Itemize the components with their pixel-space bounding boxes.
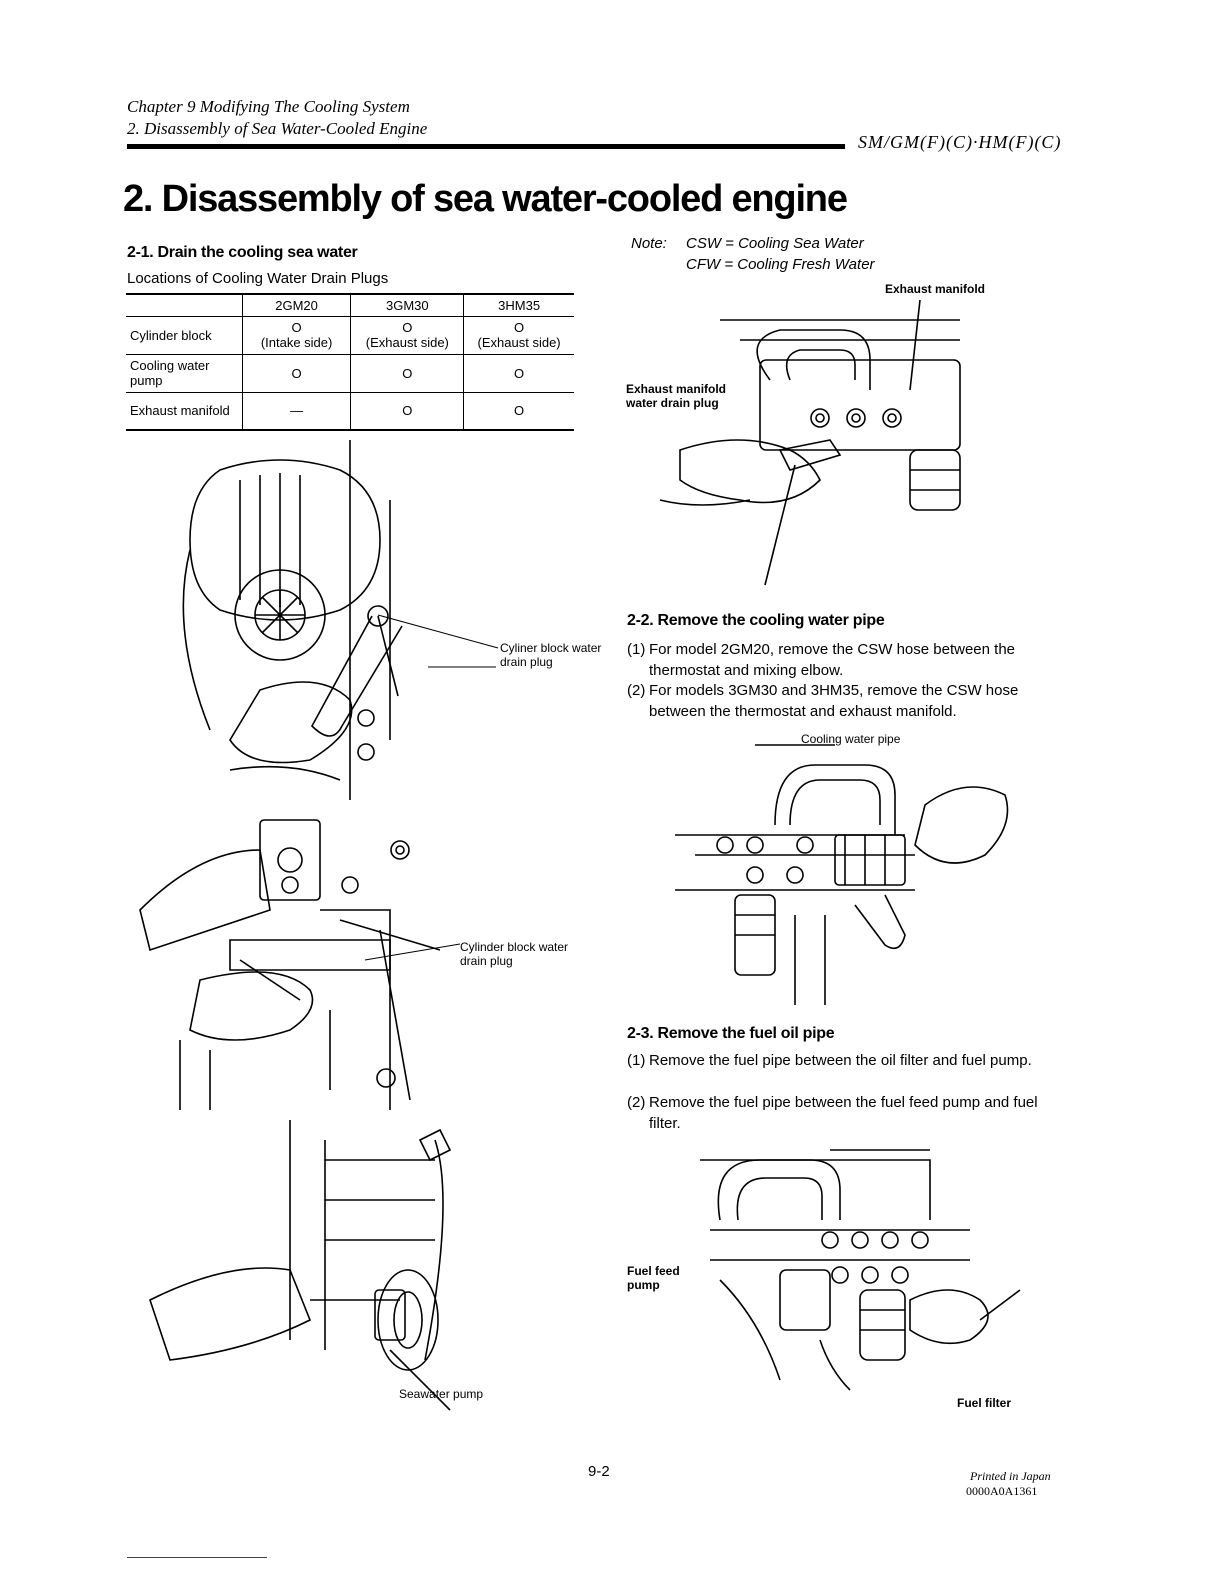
- table-cell: O (Intake side): [241, 315, 352, 355]
- table-corner: [126, 293, 243, 317]
- cylinder-drain-plug-illustration-1: [150, 440, 500, 800]
- page-title: 2. Disassembly of sea water-cooled engin…: [123, 178, 848, 220]
- row-label: Cylinder block: [126, 315, 243, 355]
- document-code: 0000A0A1361: [966, 1484, 1038, 1498]
- cylinder-drain-plug-illustration-2: [140, 810, 470, 1110]
- item-text: Remove the fuel pipe between the fuel fe…: [649, 1094, 1038, 1132]
- callout-fuel-filter: Fuel filter: [957, 1396, 1012, 1410]
- note-line-cfw: CFW = Cooling Fresh Water: [686, 256, 875, 273]
- section-heading-drain: 2-1. Drain the cooling sea water: [127, 244, 358, 261]
- section-heading-fuel: 2-3. Remove the fuel oil pipe: [627, 1025, 835, 1042]
- callout-cylinder-drain-plug: Cylinder block water drain plug: [460, 940, 569, 968]
- note-label: Note:: [631, 235, 667, 252]
- header-rule: [127, 144, 845, 149]
- model-codes: SM/GM(F)(C)·HM(F)(C): [858, 132, 1062, 152]
- leader-line: [378, 615, 498, 675]
- seawater-pump-illustration: [150, 1120, 470, 1380]
- table-row: Exhaust manifold — O O: [126, 391, 574, 431]
- chapter-title: Chapter 9 Modifying The Cooling System: [127, 97, 410, 116]
- callout-fuel-feed-pump: Fuel feed pump: [627, 1264, 680, 1292]
- item-text: Remove the fuel pipe between the oil fil…: [649, 1052, 1032, 1069]
- leader-line: [365, 940, 465, 970]
- list-item: (1) For model 2GM20, remove the CSW hose…: [627, 639, 1072, 681]
- drain-plug-table: 2GM20 3GM30 3HM35 Cylinder block O (Inta…: [126, 293, 574, 431]
- item-text: For model 2GM20, remove the CSW hose bet…: [649, 641, 1016, 679]
- table-cell: O: [463, 391, 574, 431]
- table-cell: —: [241, 391, 352, 431]
- callout-cooling-water-pipe: Cooling water pipe: [801, 732, 901, 746]
- table-cell: O: [241, 353, 352, 393]
- item-number: (1): [627, 1052, 646, 1069]
- page-number: 9-2: [588, 1463, 610, 1480]
- footer-link-line: [127, 1557, 267, 1558]
- section-subtitle: 2. Disassembly of Sea Water-Cooled Engin…: [127, 119, 428, 138]
- table-row: Cooling water pump O O O: [126, 353, 574, 393]
- section-heading-pipe: 2-2. Remove the cooling water pipe: [627, 612, 885, 629]
- callout-seawater-pump: Seawater pump: [399, 1387, 484, 1401]
- item-number: (2): [627, 682, 646, 699]
- table-cell: O (Exhaust side): [463, 315, 574, 355]
- table-caption: Locations of Cooling Water Drain Plugs: [127, 270, 389, 287]
- note-line-csw: CSW = Cooling Sea Water: [686, 235, 864, 252]
- cooling-water-pipe-illustration: [675, 745, 1015, 1010]
- table-header: 3HM35: [463, 293, 574, 317]
- table-cell: O (Exhaust side): [350, 315, 465, 355]
- table-row: Cylinder block O (Intake side) O (Exhaus…: [126, 315, 574, 355]
- list-item: (1) Remove the fuel pipe between the oil…: [627, 1050, 1072, 1071]
- row-label: Cooling water pump: [126, 353, 243, 393]
- table-header: 2GM20: [241, 293, 352, 317]
- callout-cyliner-drain-plug: Cyliner block water drain plug: [500, 641, 602, 669]
- item-number: (1): [627, 641, 646, 658]
- printed-in-japan: Printed in Japan: [970, 1469, 1051, 1483]
- row-label: Exhaust manifold: [126, 391, 243, 431]
- table-header: 3GM30: [350, 293, 465, 317]
- list-item: (2) Remove the fuel pipe between the fue…: [627, 1092, 1072, 1134]
- table-cell: O: [350, 353, 465, 393]
- callout-exhaust-manifold: Exhaust manifold: [885, 282, 986, 296]
- list-item: (2) For models 3GM30 and 3HM35, remove t…: [627, 680, 1072, 722]
- exhaust-manifold-illustration: [620, 300, 980, 600]
- table-cell: O: [350, 391, 465, 431]
- item-number: (2): [627, 1094, 646, 1111]
- callout-exhaust-drain-plug: Exhaust manifold water drain plug: [626, 382, 727, 410]
- table-cell: O: [463, 353, 574, 393]
- fuel-oil-pipe-illustration: [680, 1140, 1040, 1390]
- item-text: For models 3GM30 and 3HM35, remove the C…: [649, 682, 1019, 720]
